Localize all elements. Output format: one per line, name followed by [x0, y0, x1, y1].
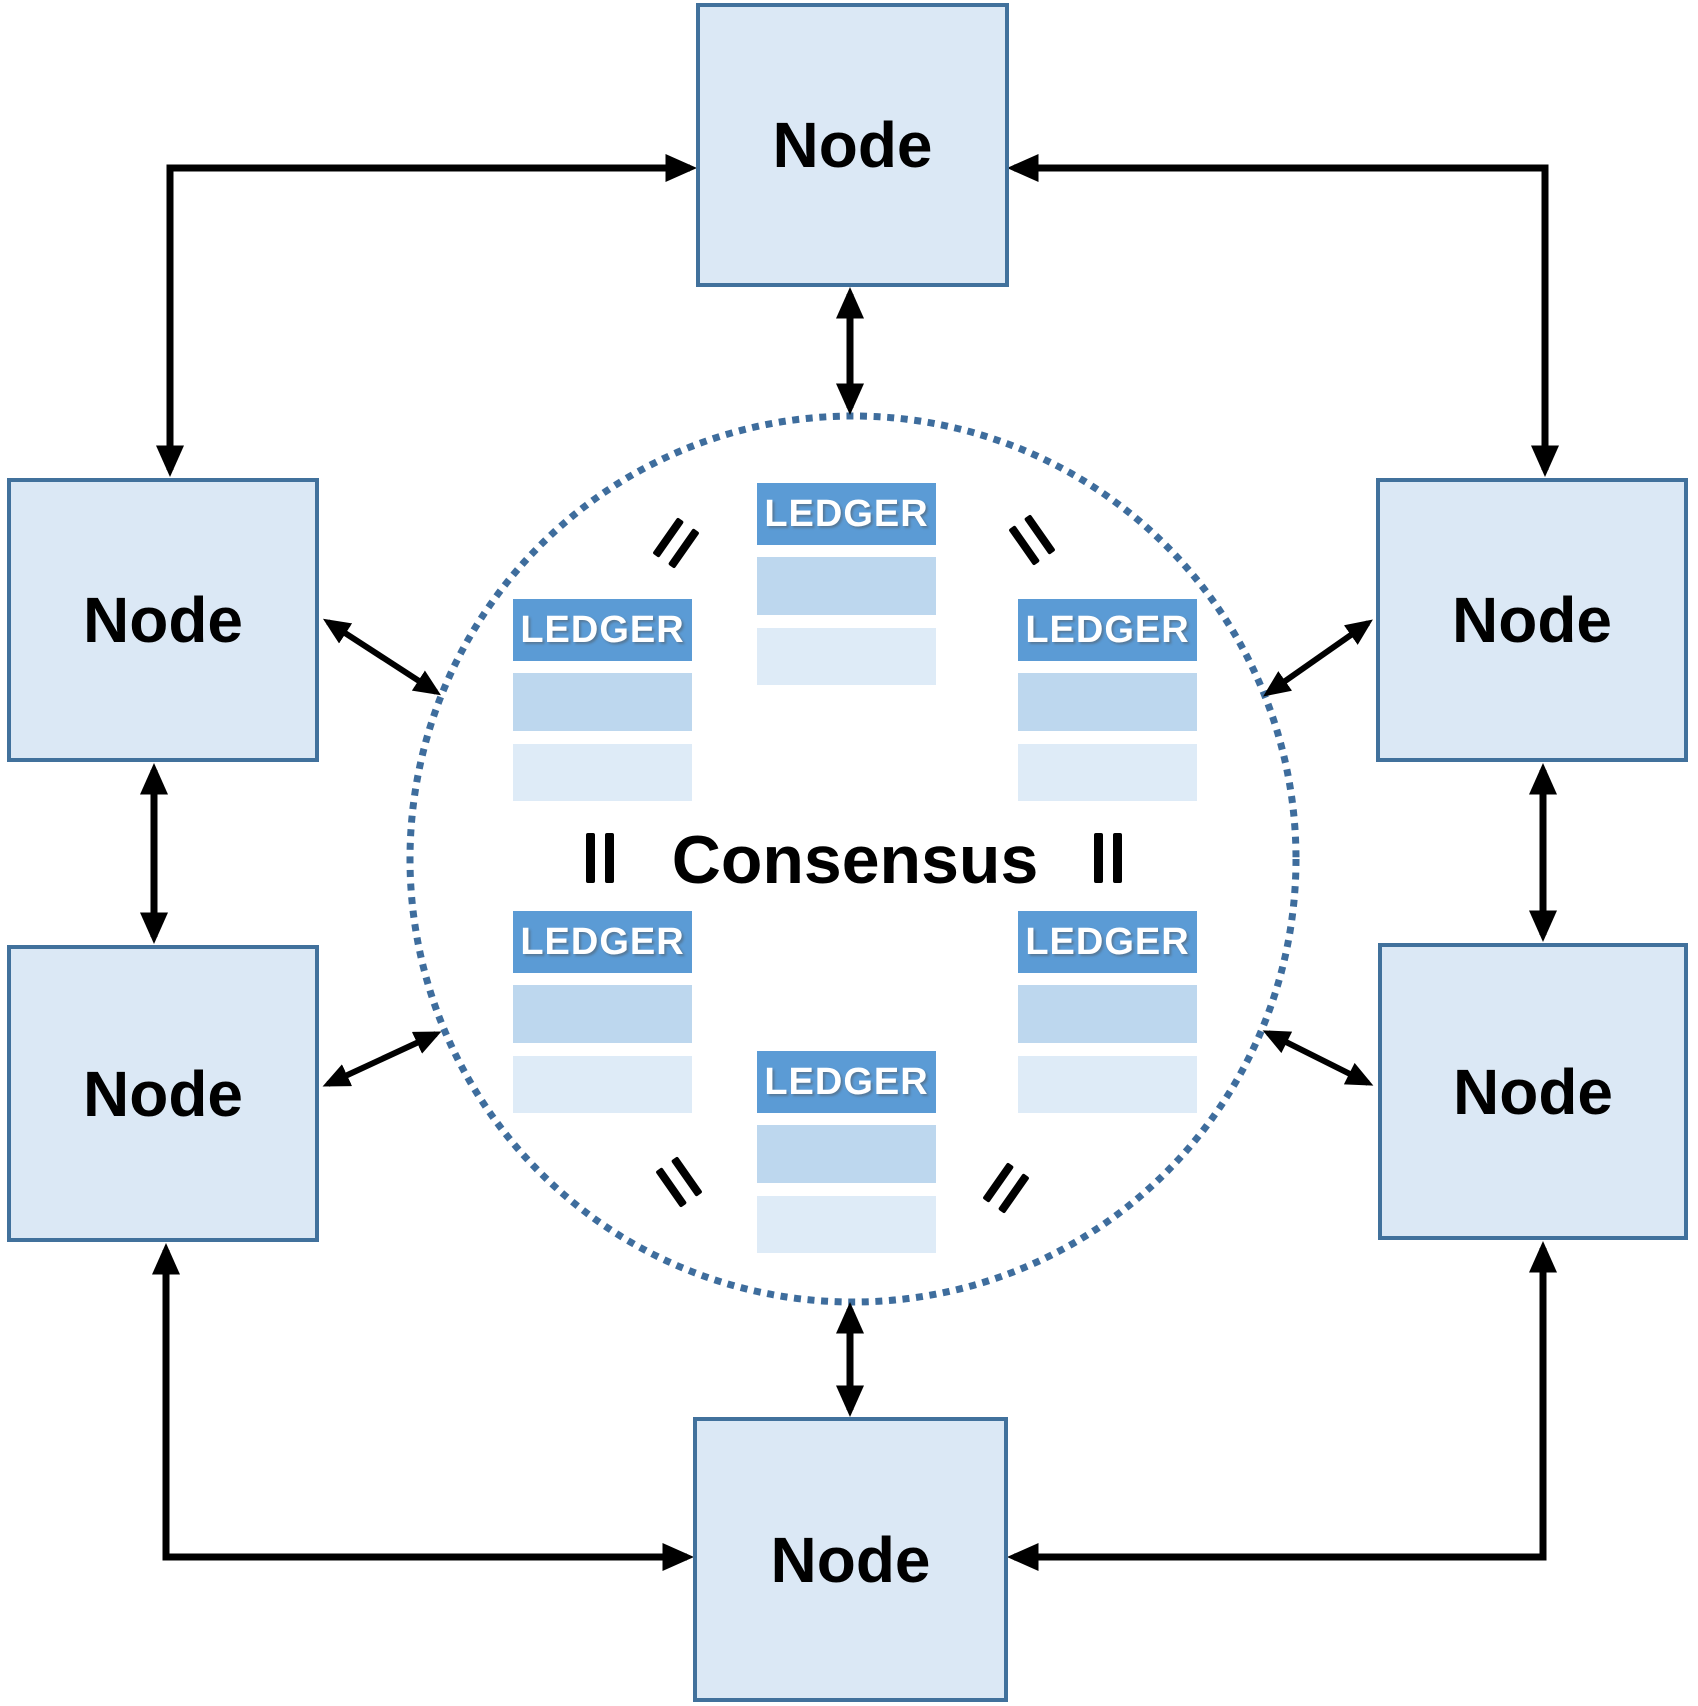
ledger-table-top-center: LEDGER — [757, 483, 936, 685]
ledger-row — [757, 1125, 936, 1183]
ledger-header: LEDGER — [1018, 599, 1197, 661]
node-box-right-upper: Node — [1376, 478, 1688, 762]
ledger-row — [1018, 1056, 1197, 1113]
ledger-header: LEDGER — [513, 911, 692, 973]
arrow-right-upper-node-to-circle — [1263, 619, 1373, 697]
arrow-corner-top-left — [156, 154, 697, 477]
ledger-table-lower-left: LEDGER — [513, 911, 692, 1113]
ledger-row — [1018, 985, 1197, 1043]
arrow-right-lower-node-to-circle — [1262, 1030, 1374, 1086]
arrow-corner-bottom-right — [1007, 1241, 1557, 1571]
ledger-row — [757, 1196, 936, 1253]
node-box-left-upper: Node — [7, 478, 319, 762]
ledger-row — [1018, 744, 1197, 801]
ledger-row — [513, 744, 692, 801]
ledger-header: LEDGER — [513, 599, 692, 661]
ledger-table-lower-right: LEDGER — [1018, 911, 1197, 1113]
ledger-row — [513, 1056, 692, 1113]
ledger-header: LEDGER — [757, 1051, 936, 1113]
node-label: Node — [1452, 584, 1612, 656]
arrow-left-lower-node-to-circle — [322, 1031, 442, 1087]
ledger-row — [1018, 673, 1197, 731]
ledger-table-bottom-center: LEDGER — [757, 1051, 936, 1253]
equals-icon — [586, 833, 614, 883]
ledger-table-upper-left: LEDGER — [513, 599, 692, 801]
node-label: Node — [770, 1523, 931, 1596]
node-box-top: Node — [696, 3, 1009, 287]
ledger-table-upper-right: LEDGER — [1018, 599, 1197, 801]
ledger-row — [513, 985, 692, 1043]
ledger-header: LEDGER — [757, 483, 936, 545]
consensus-label: Consensus — [671, 822, 1039, 898]
ledger-row — [757, 628, 936, 685]
node-label: Node — [772, 109, 933, 181]
node-box-left-lower: Node — [7, 945, 319, 1242]
node-label: Node — [83, 584, 243, 656]
node-box-bottom: Node — [693, 1417, 1008, 1702]
arrow-corner-bottom-left — [152, 1243, 694, 1571]
arrow-corner-top-right — [1007, 154, 1559, 477]
ledger-row — [757, 557, 936, 615]
equals-icon — [1094, 833, 1122, 883]
node-label: Node — [83, 1057, 243, 1130]
ledger-row — [513, 673, 692, 731]
arrow-left-upper-node-to-circle — [322, 618, 442, 696]
node-label: Node — [1453, 1055, 1613, 1128]
node-box-right-lower: Node — [1378, 943, 1688, 1240]
ledger-header: LEDGER — [1018, 911, 1197, 973]
